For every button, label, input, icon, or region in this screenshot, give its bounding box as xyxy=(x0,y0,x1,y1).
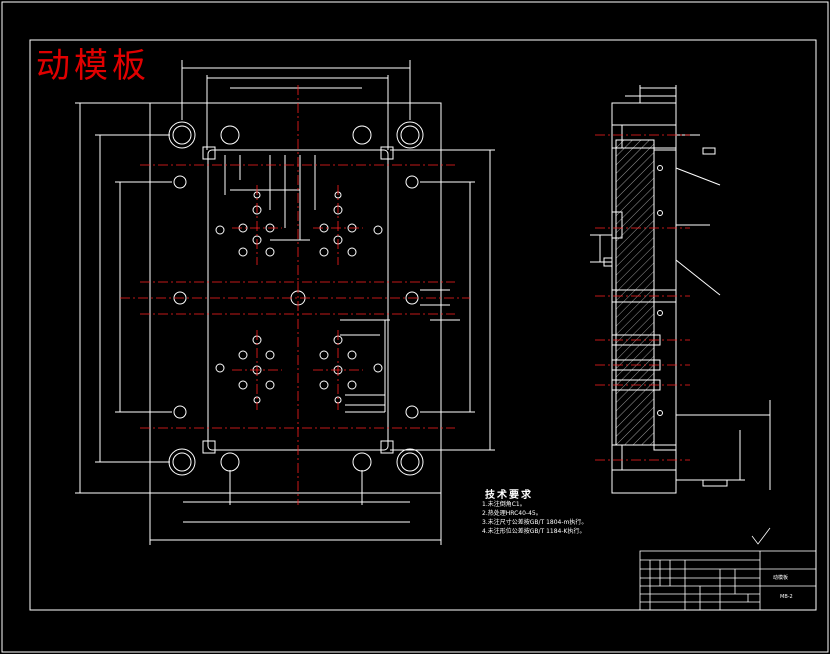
technical-requirements-heading: 技术要求 xyxy=(485,490,533,501)
title-block xyxy=(639,550,817,611)
title-block-drawing-number: MB-2 xyxy=(780,594,793,600)
drawing-title: 动模板 xyxy=(36,46,150,86)
roughness-symbol xyxy=(751,527,771,545)
ejector-pin-cluster xyxy=(238,335,275,404)
section-center-lines xyxy=(595,134,690,461)
ejector-pin-cluster xyxy=(238,191,275,257)
guide-hole xyxy=(396,448,424,476)
front-view xyxy=(75,60,495,545)
inner-border xyxy=(29,39,817,611)
guide-hole xyxy=(396,121,424,149)
technical-requirement-item: 1.未注倒角C1。 xyxy=(482,501,526,508)
title-block-part-name: 动模板 xyxy=(773,575,789,581)
technical-requirement-item: 4.未注形位公差按GB/T 1184-K执行。 xyxy=(482,528,586,535)
section-view xyxy=(590,85,771,494)
technical-requirement-item: 2.热处理HRC40-45。 xyxy=(482,510,542,517)
technical-requirement-item: 3.未注尺寸公差按GB/T 1804-m执行。 xyxy=(482,519,588,526)
center-lines xyxy=(120,85,470,505)
